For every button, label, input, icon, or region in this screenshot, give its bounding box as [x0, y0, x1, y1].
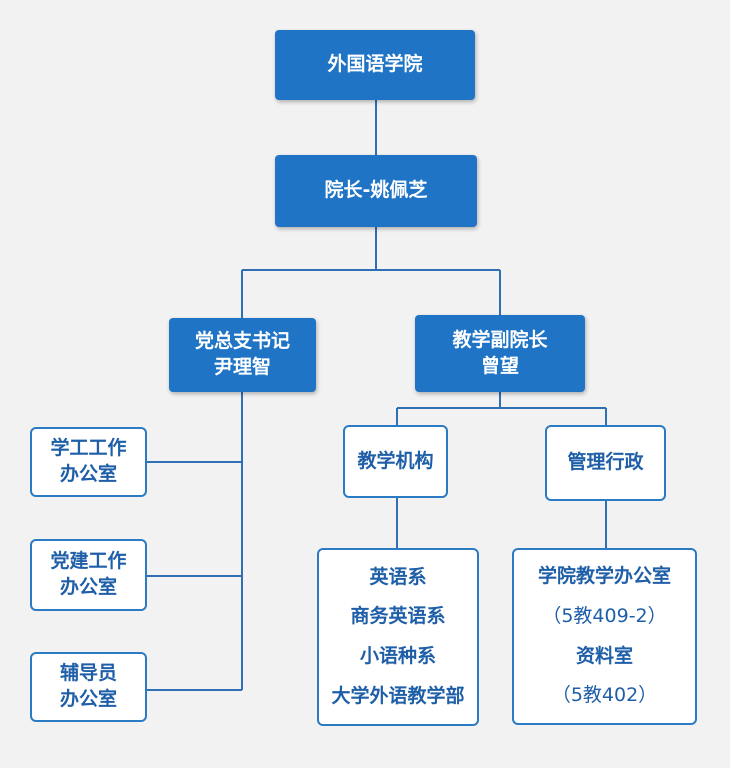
office-label-line1: 辅导员 [59, 662, 117, 685]
administration-list: 学院教学办公室 （5教409-2） 资料室 （5教402） [512, 548, 697, 725]
list-item: 商务英语系 [350, 605, 446, 628]
office-counselor: 辅导员 办公室 [30, 652, 147, 722]
root-node: 外国语学院 [275, 30, 475, 100]
list-item: 小语种系 [359, 645, 436, 667]
teaching-units-label: 教学机构 [357, 449, 434, 472]
party-secretary-node: 党总支书记 尹理智 [169, 318, 316, 392]
administration-node: 管理行政 [545, 425, 666, 501]
list-item: （5教402） [551, 684, 658, 707]
office-label-line1: 党建工作 [50, 550, 127, 573]
office-label-line2: 办公室 [59, 576, 117, 598]
list-item: 学院教学办公室 [537, 565, 671, 588]
root-label: 外国语学院 [327, 53, 423, 76]
office-label-line1: 学工工作 [50, 437, 127, 460]
list-item: 英语系 [369, 565, 427, 588]
vice-dean-title: 教学副院长 [452, 328, 548, 351]
party-secretary-name: 尹理智 [213, 356, 271, 378]
office-label-line2: 办公室 [59, 463, 117, 485]
teaching-units-node: 教学机构 [343, 425, 448, 498]
dean-node: 院长-姚佩芝 [275, 155, 477, 227]
office-label-line2: 办公室 [59, 688, 117, 710]
administration-label: 管理行政 [567, 451, 644, 474]
office-party-building: 党建工作 办公室 [30, 539, 147, 611]
dean-label: 院长-姚佩芝 [324, 179, 428, 202]
list-item: 大学外语教学部 [331, 684, 465, 707]
vice-dean-node: 教学副院长 曾望 [415, 315, 585, 392]
list-item: 资料室 [575, 644, 633, 667]
party-secretary-title: 党总支书记 [194, 330, 290, 353]
office-student-affairs: 学工工作 办公室 [30, 427, 147, 497]
teaching-units-list: 英语系 商务英语系 小语种系 大学外语教学部 [317, 548, 479, 726]
list-item: （5教409-2） [542, 604, 667, 627]
vice-dean-name: 曾望 [480, 354, 519, 377]
